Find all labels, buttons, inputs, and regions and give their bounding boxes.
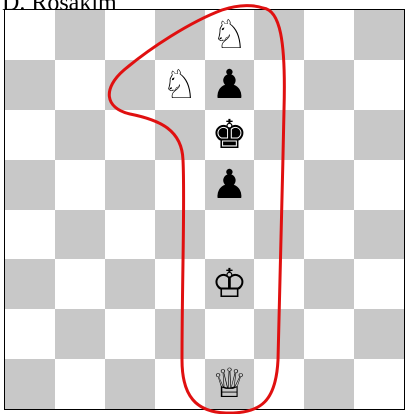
square-d3 [155, 259, 205, 309]
square-h6 [354, 110, 404, 160]
square-h1 [354, 359, 404, 409]
square-a6 [5, 110, 55, 160]
square-b5 [55, 160, 105, 210]
square-a8 [5, 10, 55, 60]
square-g1 [304, 359, 354, 409]
square-d7: ♘ [155, 60, 205, 110]
square-g6 [304, 110, 354, 160]
square-h4 [354, 210, 404, 260]
square-g4 [304, 210, 354, 260]
square-f7 [254, 60, 304, 110]
square-g5 [304, 160, 354, 210]
square-f4 [254, 210, 304, 260]
square-f1 [254, 359, 304, 409]
square-c4 [105, 210, 155, 260]
square-e8: ♘ [205, 10, 255, 60]
square-g7 [304, 60, 354, 110]
square-h5 [354, 160, 404, 210]
square-f3 [254, 259, 304, 309]
square-b6 [55, 110, 105, 160]
white-queen-icon: ♕ [212, 364, 248, 404]
square-d4 [155, 210, 205, 260]
black-pawn-icon: ♟ [212, 165, 248, 205]
square-c7 [105, 60, 155, 110]
square-a4 [5, 210, 55, 260]
square-c2 [105, 309, 155, 359]
white-king-icon: ♔ [212, 264, 248, 304]
square-b8 [55, 10, 105, 60]
square-d2 [155, 309, 205, 359]
square-a7 [5, 60, 55, 110]
square-g3 [304, 259, 354, 309]
square-e3: ♔ [205, 259, 255, 309]
square-c3 [105, 259, 155, 309]
square-c5 [105, 160, 155, 210]
square-a1 [5, 359, 55, 409]
square-e7: ♟ [205, 60, 255, 110]
square-h3 [354, 259, 404, 309]
square-h8 [354, 10, 404, 60]
square-c6 [105, 110, 155, 160]
black-king-icon: ♚ [212, 115, 248, 155]
square-d6 [155, 110, 205, 160]
square-f6 [254, 110, 304, 160]
square-f8 [254, 10, 304, 60]
square-f5 [254, 160, 304, 210]
square-e5: ♟ [205, 160, 255, 210]
square-e6: ♚ [205, 110, 255, 160]
square-c8 [105, 10, 155, 60]
square-a2 [5, 309, 55, 359]
square-a3 [5, 259, 55, 309]
square-b3 [55, 259, 105, 309]
square-d1 [155, 359, 205, 409]
square-d5 [155, 160, 205, 210]
square-b7 [55, 60, 105, 110]
white-knight-icon: ♘ [162, 65, 198, 105]
square-e2 [205, 309, 255, 359]
square-b1 [55, 359, 105, 409]
square-e1: ♕ [205, 359, 255, 409]
black-pawn-icon: ♟ [212, 65, 248, 105]
square-g8 [304, 10, 354, 60]
square-b4 [55, 210, 105, 260]
chess-board: ♘ ♘ ♟ ♚ ♟ ♔ ♕ [4, 9, 405, 410]
square-c1 [105, 359, 155, 409]
white-knight-icon: ♘ [212, 15, 248, 55]
square-d8 [155, 10, 205, 60]
square-b2 [55, 309, 105, 359]
square-h2 [354, 309, 404, 359]
square-f2 [254, 309, 304, 359]
square-e4 [205, 210, 255, 260]
square-a5 [5, 160, 55, 210]
square-g2 [304, 309, 354, 359]
square-h7 [354, 60, 404, 110]
